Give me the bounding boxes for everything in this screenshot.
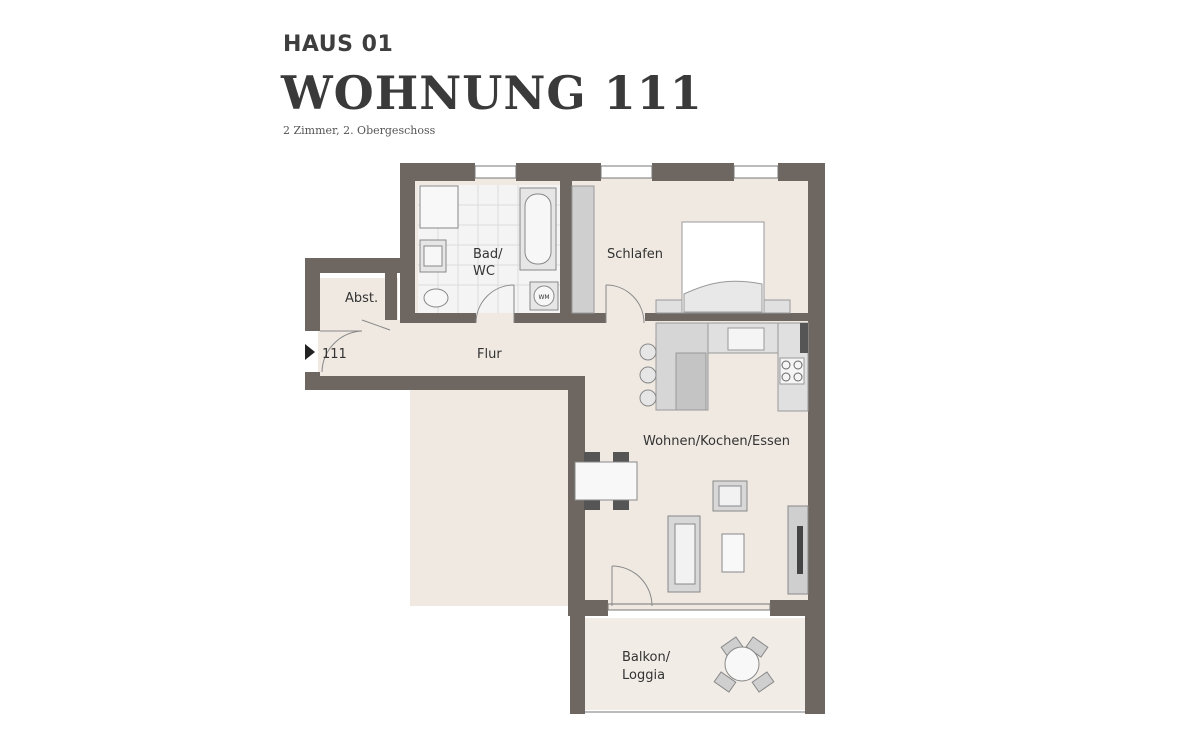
unit-details: 2 Zimmer, 2. Obergeschoss bbox=[283, 124, 436, 137]
unit-title: WOHNUNG 111 bbox=[281, 66, 703, 120]
bath-label-1: Bad/ bbox=[473, 247, 503, 262]
house-label: HAUS 01 bbox=[283, 32, 394, 57]
living-label: Wohnen/Kochen/Essen bbox=[643, 434, 790, 449]
balcony-table bbox=[713, 636, 775, 693]
walls bbox=[305, 163, 825, 714]
bath-label-2: WC bbox=[473, 264, 495, 279]
storage-label: Abst. bbox=[345, 291, 378, 306]
bedroom-label: Schlafen bbox=[607, 247, 663, 262]
kitchen bbox=[639, 322, 809, 412]
bedroom-furniture bbox=[571, 185, 791, 314]
balcony-label-1: Balkon/ bbox=[622, 650, 671, 665]
bathroom-fixtures bbox=[419, 185, 559, 311]
living-furniture bbox=[667, 480, 809, 595]
door-swings bbox=[320, 284, 653, 607]
hall-label: Flur bbox=[477, 347, 502, 362]
windows bbox=[474, 165, 805, 713]
washer-label: WM bbox=[538, 294, 549, 301]
dining-set bbox=[574, 452, 638, 510]
entry-arrow-icon bbox=[305, 344, 315, 360]
balcony-label-2: Loggia bbox=[622, 668, 665, 683]
entry-number: 111 bbox=[322, 347, 347, 362]
